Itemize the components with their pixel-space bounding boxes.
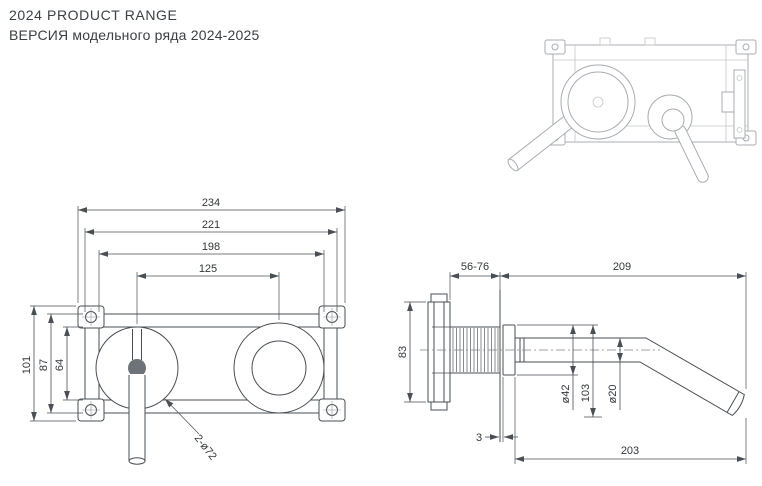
dim-label-reach-bottom: 203 xyxy=(621,445,639,457)
dim-label-width-holes: 198 xyxy=(202,241,220,253)
page-subtitle: ВЕРСИЯ модельного ряда 2024-2025 xyxy=(9,27,260,43)
spout-outlet-front xyxy=(128,359,146,377)
dim-label-height-inner: 64 xyxy=(54,359,66,371)
dim-label-width-centers: 125 xyxy=(199,263,217,275)
spout-escutcheon-3d xyxy=(560,64,636,140)
side-bracket-3d xyxy=(721,69,746,139)
dim-label-wall-gap: 3 xyxy=(476,432,482,444)
dim-label-drop-height: 103 xyxy=(580,384,592,402)
side-dimension-lines xyxy=(407,273,746,462)
dim-label-width-plate: 221 xyxy=(202,219,220,231)
mounting-bracket-side xyxy=(427,293,451,411)
dim-label-width-outer: 234 xyxy=(202,197,220,209)
page-title: 2024 PRODUCT RANGE xyxy=(9,7,178,23)
spout-side xyxy=(514,337,745,417)
spout-tube-front xyxy=(128,374,146,465)
dim-label-height-plate: 87 xyxy=(38,359,50,371)
dim-label-depth-range: 56-76 xyxy=(461,261,489,273)
dim-label-spout-diameter: ø20 xyxy=(607,385,619,404)
front-view-drawing: 234 221 198 125 101 87 64 2-ø72 xyxy=(21,197,346,465)
faucet-3d-illustration xyxy=(507,37,757,183)
handle-escutcheon-front xyxy=(233,322,325,414)
front-dimension-lines xyxy=(31,207,345,421)
dim-label-height-outer: 101 xyxy=(21,356,33,374)
dim-label-reach-top: 209 xyxy=(613,261,631,273)
page-header: 2024 PRODUCT RANGE ВЕРСИЯ модельного ряд… xyxy=(9,7,259,43)
corner-mounting-tabs xyxy=(77,305,346,422)
handle-3d xyxy=(647,94,709,183)
dim-label-escutcheons: 2-ø72 xyxy=(192,432,219,462)
dim-label-escutcheon-diameter: ø42 xyxy=(560,385,572,404)
front-extension-lines xyxy=(30,206,346,422)
dim-label-bracket-height: 83 xyxy=(397,346,409,358)
side-view-drawing: 56-76 209 83 3 ø42 103 ø20 203 xyxy=(397,261,747,464)
handle-lever-3d xyxy=(674,124,709,183)
side-extension-lines xyxy=(404,272,747,464)
